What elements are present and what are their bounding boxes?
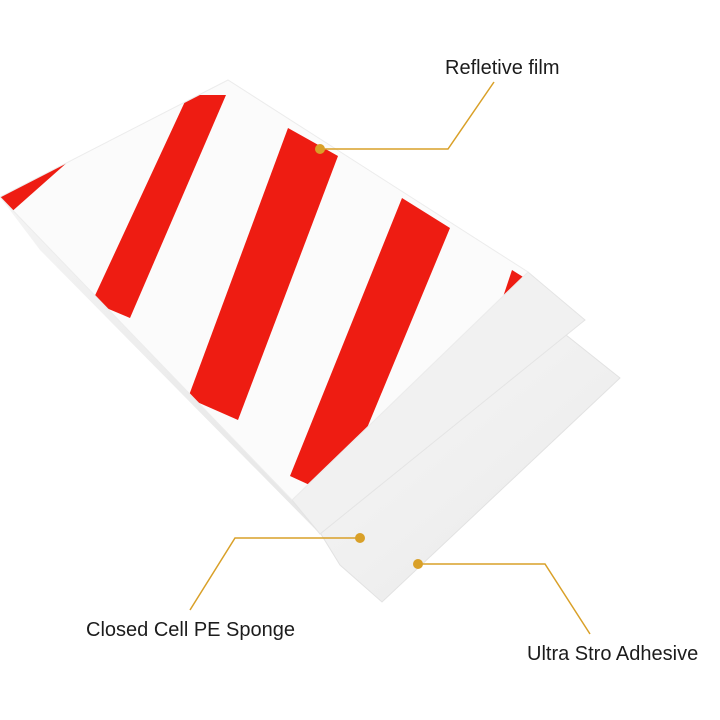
red-stripe — [290, 198, 450, 498]
adhesive-leader-dot — [413, 559, 423, 569]
film-leader-line — [320, 81, 495, 150]
red-stripe — [188, 128, 338, 420]
film-leader-dot — [315, 144, 325, 154]
adhesive-label: Ultra Stro Adhesive — [527, 643, 699, 665]
pe-sponge-label: Closed Cell PE Sponge — [86, 619, 296, 641]
sponge-leader-dot — [355, 533, 365, 543]
sponge-side-left — [0, 197, 320, 534]
sponge-leader-line — [189, 537, 360, 611]
red-stripe — [92, 95, 226, 318]
adhesive-leader-line — [418, 563, 591, 635]
reflective-film-label: Refletive film — [445, 57, 560, 79]
